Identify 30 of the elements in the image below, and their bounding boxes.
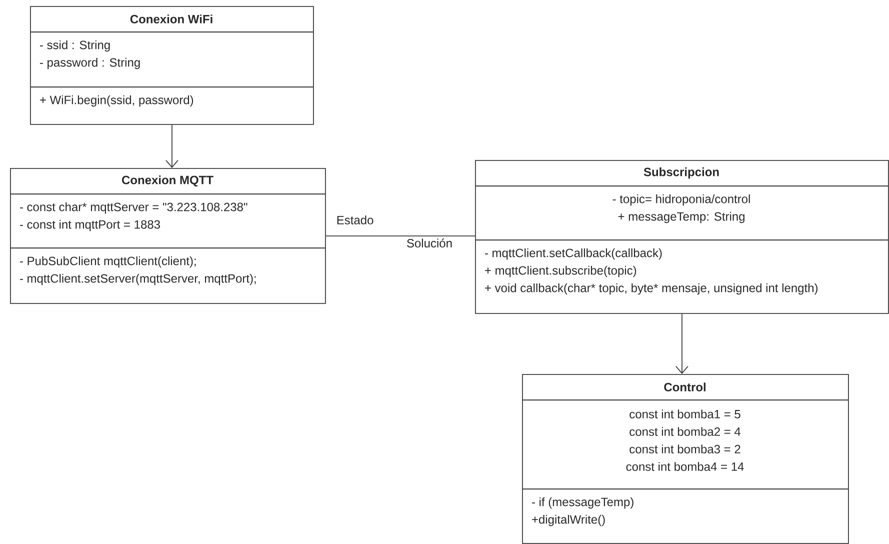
- class-name: Conexion MQTT: [122, 175, 214, 187]
- attribute-text: - const char* mqttServer = "3.223.108.238": [20, 202, 248, 214]
- attribute-text: const int bomba2 = 4: [630, 427, 740, 436]
- method-text: + mqttClient.subscribe(topic): [485, 266, 636, 278]
- method-text: - mqttClient.setCallback(callback): [485, 248, 662, 260]
- class-box: [522, 374, 849, 544]
- attribute-text: - const int mqttPort = 1883: [20, 220, 160, 232]
- method-text: + void callback(char* topic, byte* mensaje, unsigned int length): [485, 283, 818, 295]
- class-name: Conexion WiFi: [130, 14, 212, 24]
- role-label: Solución: [405, 238, 454, 248]
- attribute-text: - password : String: [40, 58, 140, 70]
- edge-label: Estado: [335, 214, 375, 226]
- connector: [166, 124, 178, 168]
- method-text: +digitalWrite(): [532, 514, 605, 526]
- class-box: [474, 160, 889, 314]
- attribute-text: + messageTemp: String: [618, 212, 744, 224]
- method-text: - mqttClient.setServer(mqttServer, mqttPort);: [20, 274, 256, 286]
- attribute-text: - ssid : String: [40, 40, 110, 52]
- method-text: + WiFi.begin(ssid, password): [40, 95, 194, 107]
- attribute-text: const int bomba1 = 5: [630, 410, 740, 418]
- attribute-text: const int bomba3 = 2: [630, 444, 740, 454]
- class-name: Control: [664, 382, 706, 392]
- class-box: [10, 168, 326, 304]
- attribute-text: - topic= hidroponia/control: [612, 194, 750, 206]
- attribute-text: const int bomba4 = 14: [626, 462, 744, 471]
- class-box: [30, 6, 314, 125]
- method-text: - PubSubClient mqttClient(client);: [20, 256, 196, 268]
- method-text: - if (messageTemp): [532, 497, 634, 509]
- connector: [676, 313, 688, 374]
- class-name: Subscripcion: [644, 167, 719, 179]
